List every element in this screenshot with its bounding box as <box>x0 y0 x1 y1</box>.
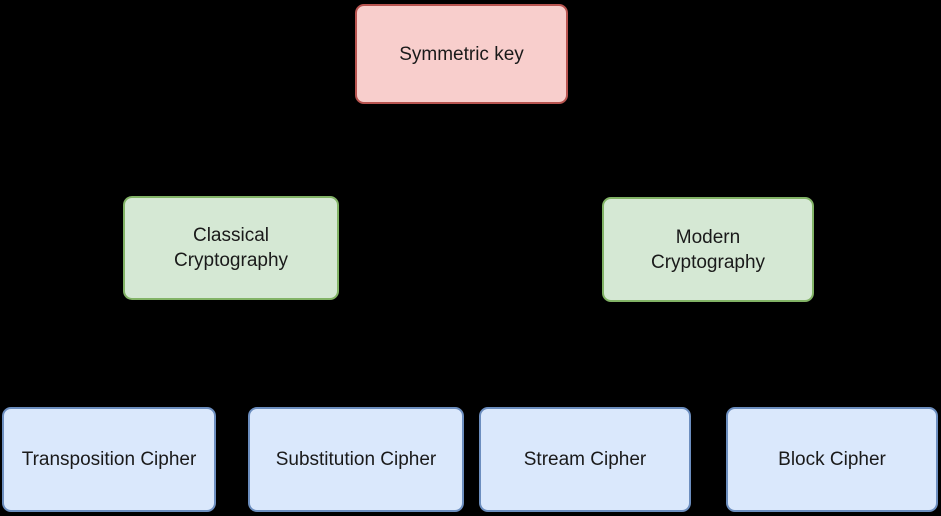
node-stream-cipher: Stream Cipher <box>479 407 691 512</box>
node-classical-cryptography: Classical Cryptography <box>123 196 339 300</box>
node-modern-cryptography-label: Modern Cryptography <box>650 226 766 273</box>
node-modern-cryptography: Modern Cryptography <box>602 197 814 302</box>
node-classical-cryptography-label: Classical Cryptography <box>173 225 289 271</box>
node-symmetric-key-label: Symmetric key <box>399 43 524 65</box>
node-symmetric-key: Symmetric key <box>355 4 568 104</box>
node-transposition-cipher-label: Transposition Cipher <box>21 449 197 470</box>
node-block-cipher-label: Block Cipher <box>778 449 886 470</box>
node-stream-cipher-label: Stream Cipher <box>523 449 647 470</box>
node-substitution-cipher: Substitution Cipher <box>248 407 464 512</box>
node-transposition-cipher: Transposition Cipher <box>2 407 216 512</box>
node-block-cipher: Block Cipher <box>726 407 938 512</box>
node-substitution-cipher-label: Substitution Cipher <box>275 449 437 470</box>
